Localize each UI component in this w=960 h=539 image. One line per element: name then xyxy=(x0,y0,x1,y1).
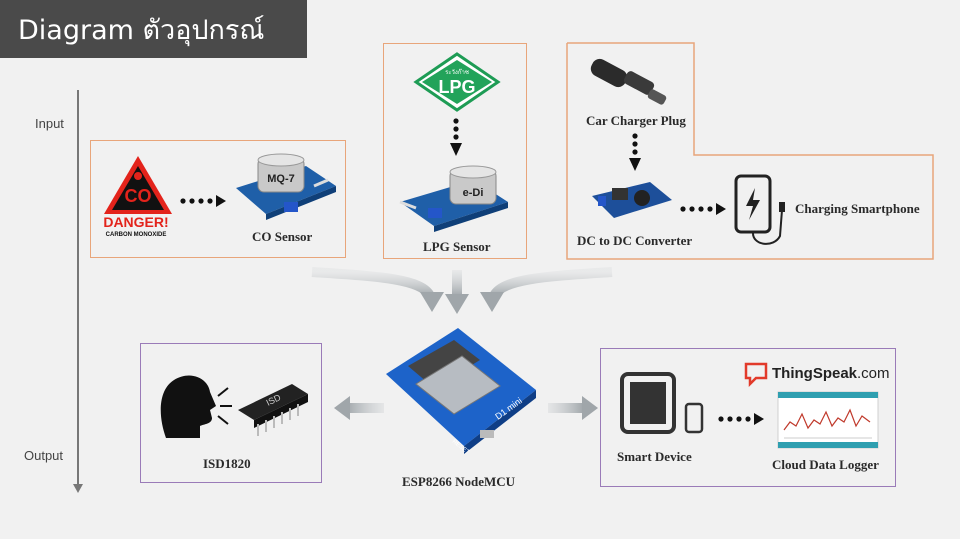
thingspeak-brand-name: ThingSpeak xyxy=(772,365,858,382)
cloud-logger-label: Cloud Data Logger xyxy=(772,457,879,472)
arrow-right-icon xyxy=(548,396,598,420)
dotted-arrow-down-icon xyxy=(450,118,462,156)
speaking-head-icon xyxy=(160,375,232,438)
esp8266-label: ESP8266 NodeMCU xyxy=(402,474,516,489)
esp8266-nodemcu-board-icon: D1 mini RESET xyxy=(386,328,536,456)
axis-line xyxy=(77,90,79,490)
lpg-chip-text: e-Di xyxy=(463,187,484,199)
lpg-warning-sign-icon: ระวังก๊าซ LPG xyxy=(413,52,501,112)
output-axis-label: Output xyxy=(24,448,64,463)
isd1820-label: ISD1820 xyxy=(203,456,251,471)
input-axis-label: Input xyxy=(35,116,64,131)
page-title: Diagram ตัวอุปกรณ์ xyxy=(18,15,265,46)
axis-arrow-down-icon xyxy=(73,484,83,493)
thingspeak-logo-icon xyxy=(744,362,768,388)
co-sensor-panel xyxy=(90,140,346,258)
thingspeak-chart-thumbnail xyxy=(777,391,879,449)
isd1820-panel xyxy=(140,343,322,483)
dotted-arrow-icon xyxy=(680,203,726,215)
arrow-left-icon xyxy=(334,396,384,420)
dc-dc-converter-label: DC to DC Converter xyxy=(577,233,693,248)
dotted-arrow-icon xyxy=(180,195,226,207)
smart-device-label: Smart Device xyxy=(617,449,692,464)
lpg-sensor-module-icon: e-Di xyxy=(399,165,508,232)
title-bar xyxy=(0,0,307,58)
lpg-sign-small-text: ระวังก๊าซ xyxy=(445,69,469,76)
smart-device-icon xyxy=(620,372,704,434)
car-charger-plug-icon xyxy=(590,58,667,105)
lpg-sign-text: LPG xyxy=(438,77,475,97)
thingspeak-brand: ThingSpeak.com xyxy=(772,365,890,382)
co-sensor-label: CO Sensor xyxy=(252,229,313,244)
lpg-sensor-label: LPG Sensor xyxy=(423,239,491,254)
danger-co-text: CO xyxy=(125,186,152,206)
power-panel xyxy=(566,42,934,260)
danger-text: DANGER! xyxy=(103,214,168,230)
danger-subtext: CARBON MONOXIDE xyxy=(106,232,167,238)
lpg-sensor-panel xyxy=(383,43,527,259)
cloud-panel xyxy=(600,348,896,487)
charging-smartphone-label: Charging Smartphone xyxy=(795,201,920,216)
co-sensor-module-icon: MQ-7 xyxy=(236,153,336,220)
merge-arrows-icon xyxy=(311,267,613,314)
thingspeak-brand-suffix: .com xyxy=(857,365,890,382)
danger-co-sign-icon: CO DANGER! CARBON MONOXIDE xyxy=(103,156,172,238)
isd-chip-icon: ISD xyxy=(238,384,308,436)
co-chip-text: MQ-7 xyxy=(267,173,295,185)
dotted-arrow-icon xyxy=(718,413,764,425)
car-charger-plug-label: Car Charger Plug xyxy=(586,113,686,128)
charging-smartphone-icon xyxy=(734,174,785,245)
dc-dc-converter-icon xyxy=(592,182,672,218)
dotted-arrow-down-icon xyxy=(629,133,641,171)
